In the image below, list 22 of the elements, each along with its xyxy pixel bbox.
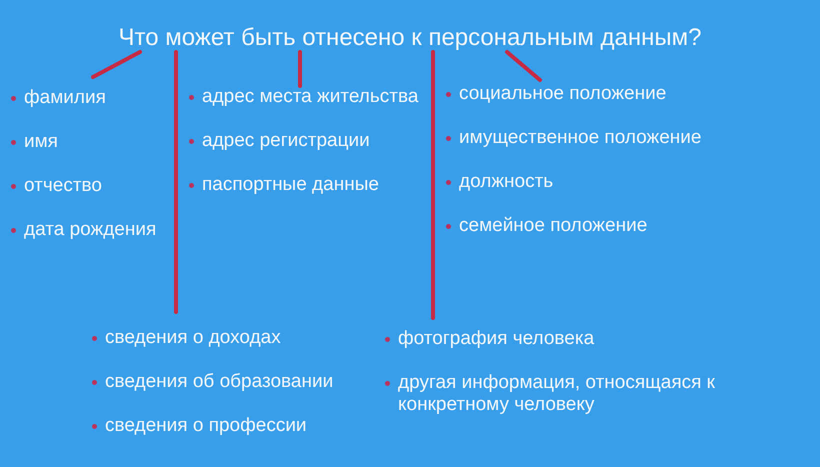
connector-line — [505, 50, 542, 82]
list-item: отчество — [24, 175, 102, 197]
connector-line — [174, 50, 178, 314]
list-item: социальное положение — [459, 83, 666, 105]
list-item: семейное положение — [459, 215, 648, 237]
list-item: адрес места жительства — [202, 86, 418, 108]
list-item: фотография человека — [398, 328, 594, 350]
list-item: имущественное положение — [459, 127, 702, 149]
list-item: должность — [459, 171, 554, 193]
connector-line — [91, 50, 142, 79]
connector-line — [431, 50, 435, 320]
list-item: другая информация, относящаяся к конкретному человеку — [398, 372, 716, 416]
list-item: адрес регистрации — [202, 130, 370, 152]
list-item: имя — [24, 131, 58, 153]
list-item: сведения об образовании — [105, 371, 334, 393]
list-item: фамилия — [24, 87, 106, 109]
list-item: дата рождения — [24, 219, 156, 241]
list-item: сведения о профессии — [105, 415, 307, 437]
list-item: паспортные данные — [202, 174, 379, 196]
connector-line — [298, 50, 302, 88]
list-item: сведения о доходах — [105, 327, 281, 349]
question-heading: Что может быть отнесено к персональным данным? — [118, 24, 702, 52]
